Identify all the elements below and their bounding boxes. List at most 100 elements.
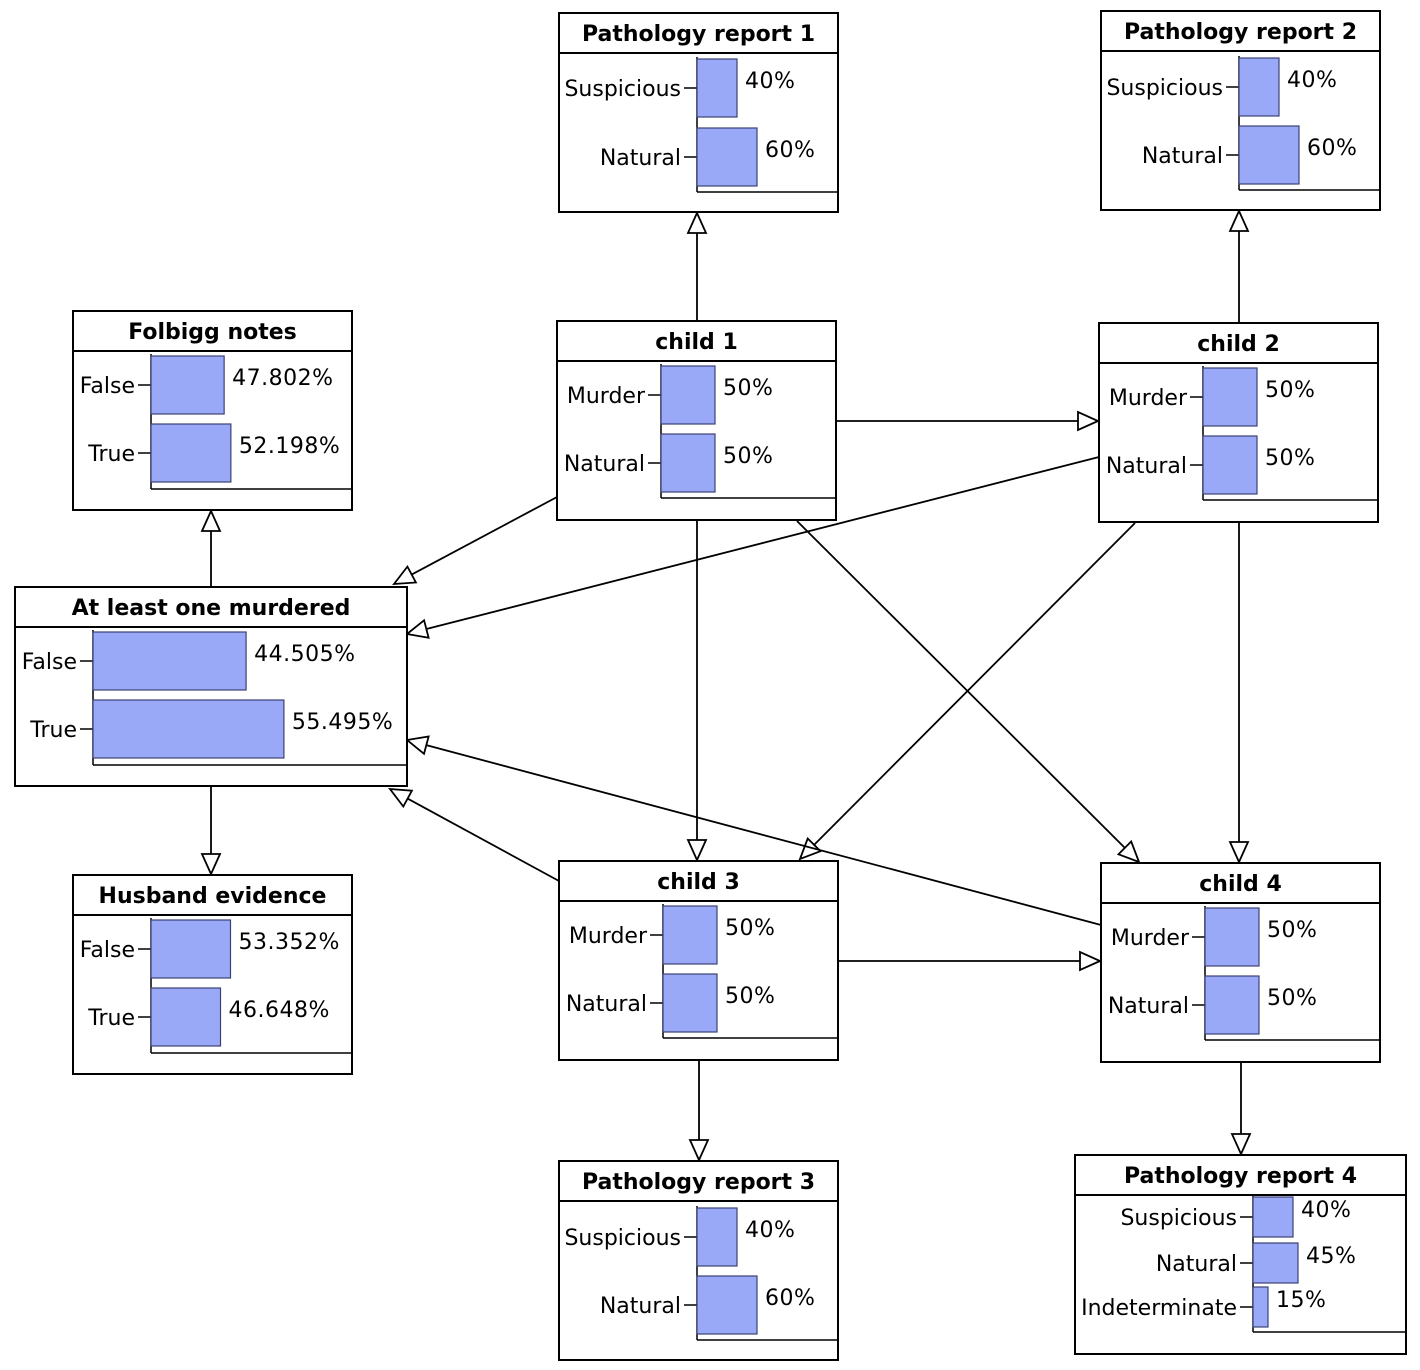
arrowhead-icon (1079, 950, 1103, 972)
state-value: 60% (765, 1286, 815, 1311)
state-value: 40% (1301, 1198, 1351, 1223)
node-title: Pathology report 4 (1124, 1164, 1357, 1189)
probability-bar (150, 919, 232, 979)
arrowhead-icon (388, 787, 414, 809)
edge-child3-to-atleast (388, 787, 560, 882)
state-value: 45% (1306, 1244, 1356, 1269)
state-label: Natural (600, 146, 681, 171)
node-pathology4[interactable]: Pathology report 4 Suspicious 40% Natural 45… (1074, 1154, 1407, 1355)
state-value: 50% (1265, 446, 1315, 471)
edge-line (796, 520, 1126, 849)
state-label: Suspicious (1120, 1206, 1237, 1231)
state-label: Murder (1109, 386, 1188, 411)
probability-bar (92, 699, 285, 759)
probability-bar (1252, 1196, 1294, 1238)
state-row: True 55.495% (29, 699, 393, 759)
node-title: Husband evidence (99, 884, 327, 909)
edge-child1-to-child4 (796, 520, 1141, 864)
state-value: 15% (1276, 1288, 1326, 1313)
node-box (1074, 1154, 1407, 1355)
edge-child1-to-atleast (392, 496, 558, 586)
state-row: Natural 50% (1108, 975, 1317, 1035)
state-value: 50% (1267, 918, 1317, 943)
edge-line (813, 522, 1136, 846)
probability-bar (1238, 57, 1280, 117)
edge-child3-to-pathology3 (688, 1061, 710, 1163)
arrowhead-icon (200, 508, 222, 532)
state-label: Natural (1156, 1252, 1237, 1277)
arrowhead-icon (1077, 410, 1101, 432)
node-title: child 4 (1199, 872, 1282, 897)
state-value: 52.198% (239, 434, 340, 459)
state-label: False (80, 374, 135, 399)
probability-bar (662, 905, 718, 965)
probability-bar (150, 423, 232, 483)
state-label: Natural (1142, 144, 1223, 169)
state-label: Natural (1108, 994, 1189, 1019)
node-title: child 3 (657, 870, 740, 895)
arrowhead-icon (404, 618, 430, 639)
state-label: Murder (569, 924, 648, 949)
probability-bar (662, 973, 718, 1033)
edge-child2-to-pathology2 (1228, 208, 1250, 323)
probability-bar (1204, 907, 1260, 967)
edges-layer (200, 208, 1252, 1163)
state-label: Murder (1111, 926, 1190, 951)
probability-bar (660, 365, 716, 425)
edge-child4-to-pathology4 (1230, 1063, 1252, 1157)
state-label: Natural (1106, 454, 1187, 479)
probability-bar (696, 1207, 738, 1267)
state-row: Suspicious 40% (1120, 1196, 1351, 1238)
state-label: True (29, 718, 77, 743)
state-label: Natural (600, 1294, 681, 1319)
node-title: child 1 (655, 330, 738, 355)
state-row: Suspicious 40% (1106, 57, 1337, 117)
state-value: 40% (1287, 68, 1337, 93)
arrowhead-icon (1228, 208, 1250, 232)
node-child4[interactable]: child 4 Murder 50% Natural 50% (1100, 862, 1381, 1063)
edge-child1-to-pathology1 (686, 210, 708, 321)
edge-line (411, 496, 558, 576)
state-value: 47.802% (232, 366, 333, 391)
node-title: Pathology report 2 (1124, 20, 1357, 45)
state-value: 55.495% (292, 710, 393, 735)
probability-bar (1238, 125, 1300, 185)
state-value: 50% (1267, 986, 1317, 1011)
state-value: 53.352% (238, 930, 339, 955)
edge-child1-to-child3 (686, 521, 708, 863)
probability-bar (1252, 1242, 1299, 1284)
state-label: False (22, 650, 77, 675)
state-row: Natural 45% (1156, 1242, 1356, 1284)
arrowhead-icon (1116, 839, 1141, 864)
edge-line (426, 744, 1102, 926)
state-value: 40% (745, 1218, 795, 1243)
edge-line (426, 456, 1100, 630)
arrowhead-icon (392, 564, 418, 586)
probability-bar (660, 433, 716, 493)
edge-child3-to-child4 (839, 950, 1103, 972)
arrowhead-icon (686, 210, 708, 234)
state-value: 50% (723, 376, 773, 401)
node-title: At least one murdered (72, 596, 351, 621)
arrowhead-icon (798, 836, 823, 861)
state-value: 50% (725, 916, 775, 941)
state-label: Suspicious (1106, 76, 1223, 101)
probability-bar (1202, 367, 1258, 427)
probability-bar (92, 631, 247, 691)
probability-bar (696, 1275, 758, 1335)
state-label: Suspicious (564, 1226, 681, 1251)
